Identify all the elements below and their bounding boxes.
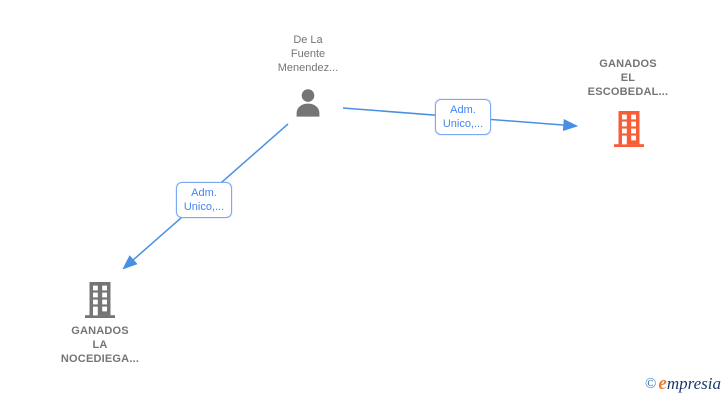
company-nocediega-label[interactable]: GANADOS LA NOCEDIEGA... (60, 325, 140, 365)
brand-initial: e (658, 373, 667, 394)
building-icon-escobedal[interactable] (614, 111, 644, 147)
edge-label-adm-unico-nocediega[interactable]: Adm. Unico,... (176, 182, 232, 218)
person-icon[interactable] (292, 88, 324, 118)
edge-label-adm-unico-escobedal[interactable]: Adm. Unico,... (435, 99, 491, 135)
copyright-icon: © (645, 376, 657, 392)
person-node-label[interactable]: De La Fuente Menendez... (277, 34, 339, 74)
company-escobedal-label[interactable]: GANADOS EL ESCOBEDAL... (587, 58, 669, 98)
brand-name: mpresia (666, 374, 721, 393)
empresia-watermark[interactable]: ©empresia (645, 373, 721, 395)
building-icon-nocediega[interactable] (85, 282, 115, 318)
